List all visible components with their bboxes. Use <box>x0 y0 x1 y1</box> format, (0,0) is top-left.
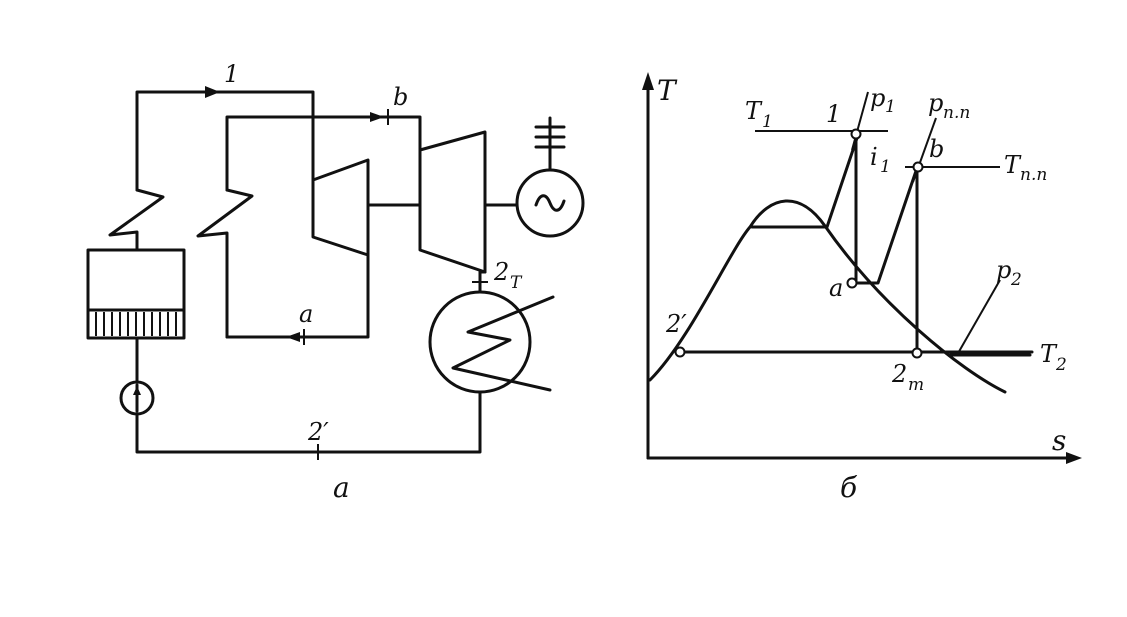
label-t1-sub: 1 <box>762 112 773 132</box>
axis-t-arrow <box>642 72 654 90</box>
reheater-coil <box>196 188 254 339</box>
hp-turbine <box>311 158 370 257</box>
saturation-curve <box>648 199 1007 394</box>
label-point-2t: 2 <box>493 258 509 286</box>
caption-b: б <box>840 471 858 504</box>
axis-t-label: T <box>657 74 678 107</box>
axis-s-label: s <box>1052 424 1066 457</box>
label-i1: i <box>870 143 878 171</box>
cold-reheat-line-a <box>225 253 370 339</box>
label-t2-sub: 2 <box>1055 355 1067 375</box>
superheater-coil <box>108 188 165 252</box>
label-p1: p <box>870 84 885 112</box>
exhaust-line <box>478 270 487 294</box>
point-2t <box>911 347 923 359</box>
label-point-2t-ts: 2 <box>891 360 907 388</box>
label-point-2t-ts-sub: т <box>908 375 924 395</box>
label-t2: T <box>1040 340 1058 368</box>
flow-arrow-b <box>370 112 384 122</box>
label-point-2prime: 2′ <box>307 418 329 446</box>
label-i1-sub: 1 <box>880 157 891 177</box>
label-p2: p <box>996 256 1011 284</box>
condenser-coil <box>451 295 555 392</box>
label-point-2t-sub: T <box>510 273 523 293</box>
flow-arrow-a <box>286 332 300 342</box>
point-2prime <box>674 346 686 358</box>
heating-line <box>750 133 860 229</box>
point-a <box>846 277 858 289</box>
reheat-line <box>854 166 919 285</box>
label-ppp: p <box>928 89 943 117</box>
caption-a: a <box>333 471 350 504</box>
axis-s-arrow <box>1066 452 1082 464</box>
feed-line-bottom <box>135 390 482 454</box>
pump-arrow-head <box>133 386 141 395</box>
label-tpp: T <box>1004 151 1022 179</box>
label-t1: T <box>745 97 763 125</box>
ac-symbol <box>534 194 566 212</box>
label-ppp-sub: п.п <box>943 103 970 123</box>
label-point-a: a <box>299 300 313 328</box>
boiler-grate <box>95 312 177 336</box>
label-tpp-sub: п.п <box>1020 165 1047 185</box>
ts-diagram <box>642 72 1082 464</box>
lp-turbine <box>418 130 487 274</box>
reheat-line-b <box>225 115 422 192</box>
condenser-icon <box>428 290 532 394</box>
plant-scheme <box>86 86 585 460</box>
label-point-1-ts: 1 <box>826 100 841 128</box>
isobar-p1 <box>851 91 869 151</box>
label-point-1: 1 <box>224 60 239 88</box>
label-p2-sub: 2 <box>1010 270 1022 290</box>
label-point-b: b <box>393 83 408 111</box>
point-1 <box>850 128 862 140</box>
flow-arrow-1 <box>205 86 220 98</box>
main-steam-line <box>135 90 315 192</box>
point-b <box>912 161 924 173</box>
isobar-p2 <box>956 279 1001 356</box>
label-point-b-ts: b <box>929 135 944 163</box>
label-point-2prime-ts: 2′ <box>665 310 687 338</box>
label-point-a-ts: a <box>829 274 843 302</box>
label-p1-sub: 1 <box>885 97 896 117</box>
